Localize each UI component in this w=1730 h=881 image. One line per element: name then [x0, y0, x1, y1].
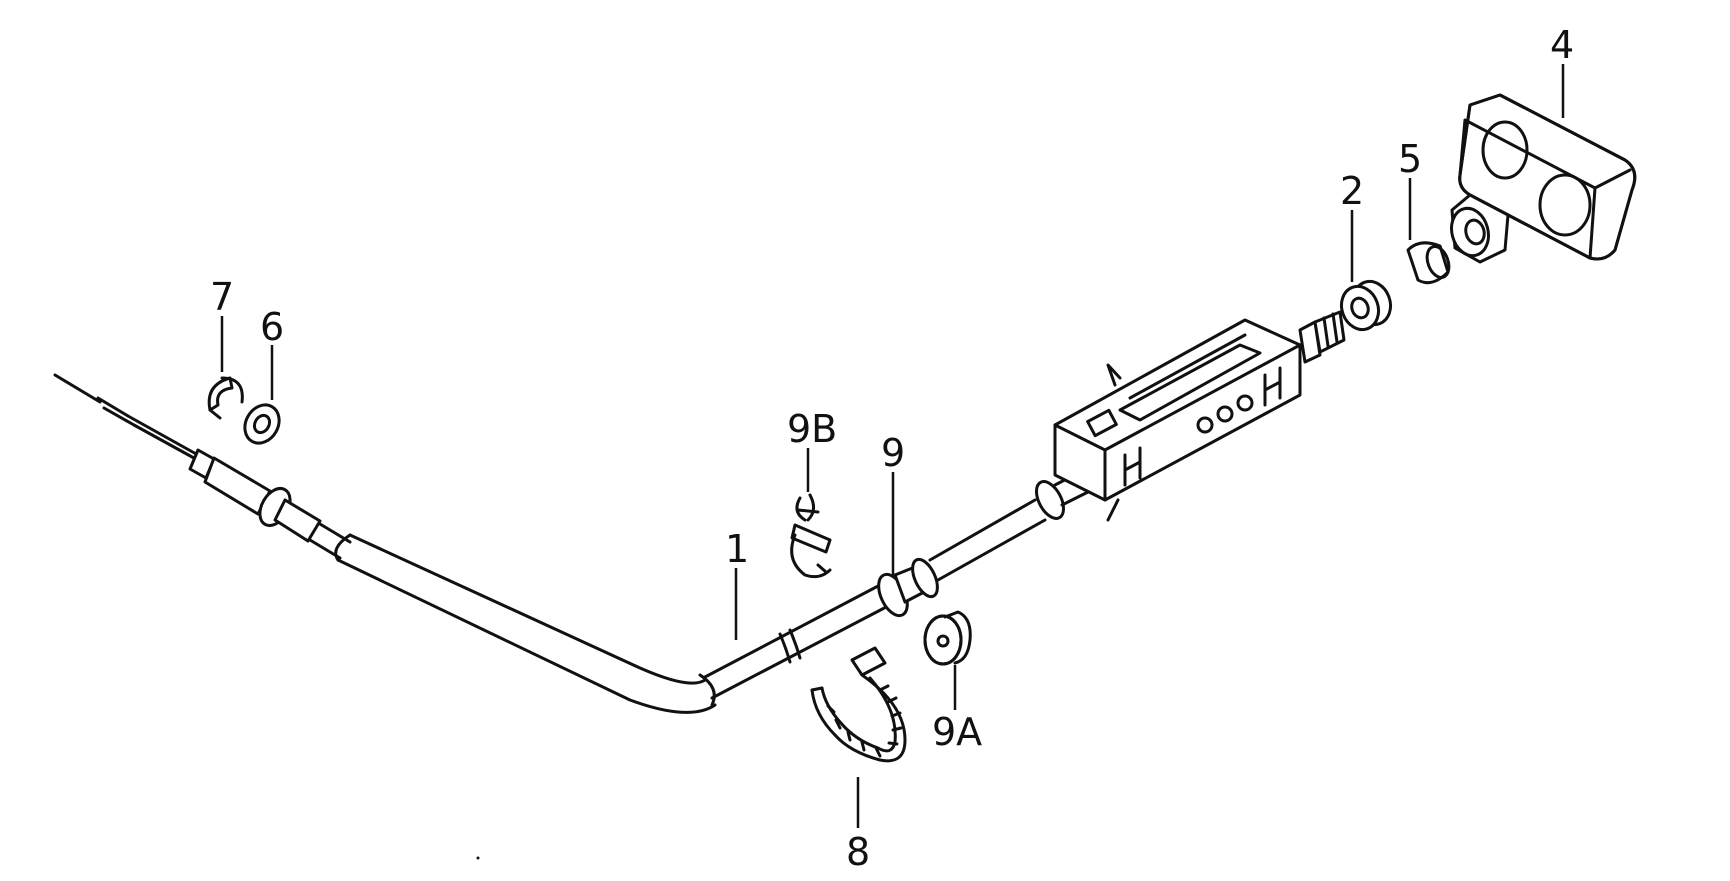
part-2-nut [1339, 279, 1393, 332]
part-9a-grommet [923, 610, 972, 666]
part-9b-clip [790, 493, 832, 579]
callout-1: 1 [725, 527, 749, 571]
part-7-clip [207, 376, 244, 420]
callout-2: 2 [1340, 169, 1364, 213]
callout-8: 8 [846, 830, 870, 874]
cable-assembly [53, 373, 1090, 714]
part-6-washer [243, 403, 281, 445]
part-4-knob [1450, 93, 1637, 264]
callout-6: 6 [260, 305, 284, 349]
part-8-cable-tie [810, 646, 907, 763]
callout-9b: 9B [787, 407, 837, 451]
callout-4: 4 [1550, 23, 1574, 67]
leader-lines [220, 64, 1565, 828]
stray-dot [476, 856, 480, 860]
part-5-clip [1406, 241, 1451, 285]
control-housing [1053, 310, 1346, 522]
callout-5: 5 [1398, 137, 1422, 181]
callout-7: 7 [210, 275, 234, 319]
callout-9: 9 [881, 431, 905, 475]
callout-labels: 1 2 4 5 6 7 8 9 9A 9B [210, 23, 1574, 874]
callout-9a: 9A [932, 710, 982, 754]
